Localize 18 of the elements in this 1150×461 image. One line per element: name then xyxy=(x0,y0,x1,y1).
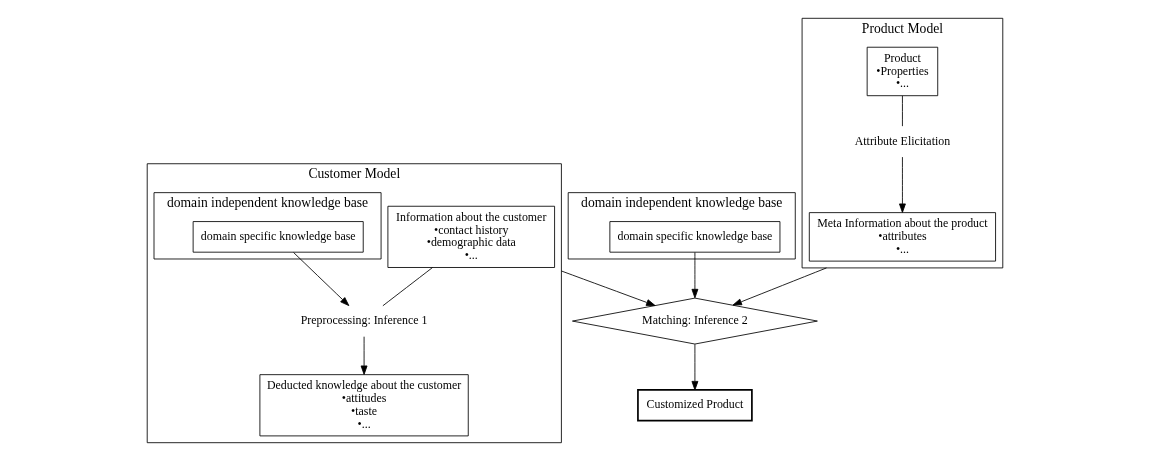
arrow xyxy=(691,252,699,299)
node-box: Information about the customer •contact history •demographic data •... xyxy=(387,205,555,268)
node-box: Customized Product xyxy=(637,389,753,422)
node-text: Attribute Elicitation xyxy=(854,133,951,148)
node-box: Meta Information about the product •attributes •... xyxy=(808,212,996,262)
arrow xyxy=(732,267,827,306)
node-box: Product •Properties •... xyxy=(866,46,939,97)
arrow xyxy=(691,343,699,391)
arrow xyxy=(293,252,350,307)
node-box: domain specific knowledge base xyxy=(192,221,364,253)
node-text: Preprocessing: Inference 1 xyxy=(300,313,428,328)
node-box: domain specific knowledge base xyxy=(609,221,781,253)
node-box: Deducted knowledge about the customer •attitudes •taste •... xyxy=(259,374,469,437)
arrow xyxy=(360,336,368,375)
arrow xyxy=(560,270,656,306)
connector xyxy=(382,267,433,307)
arrow xyxy=(899,156,906,213)
connector xyxy=(902,95,903,127)
